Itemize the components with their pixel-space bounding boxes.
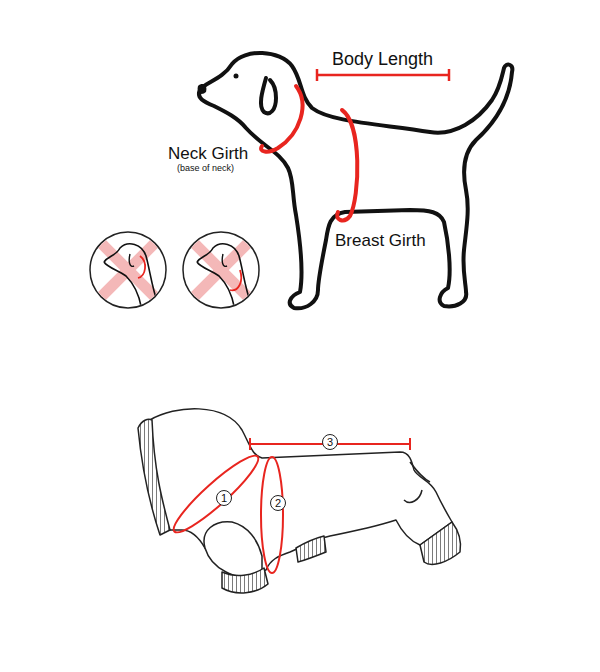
- callout-number: 1: [216, 490, 232, 506]
- measure-note: (base of neck): [177, 164, 234, 174]
- breast-girth-ring: [261, 457, 283, 573]
- neck-girth-ring: [167, 448, 265, 539]
- callout-number: 3: [322, 434, 338, 450]
- wrong-example-2: [183, 232, 259, 312]
- breast-girth-line: [337, 110, 357, 220]
- measure-label: Breast Girth: [335, 232, 426, 251]
- dog-ear: [261, 78, 276, 113]
- neck-girth-line: [261, 86, 302, 152]
- measure-label: Body Length: [332, 50, 433, 70]
- callout-number: 2: [270, 495, 286, 511]
- dog-eye: [234, 74, 239, 79]
- costume-outline: [138, 409, 461, 593]
- dog-nose: [198, 84, 207, 94]
- body-length-bar: [317, 69, 449, 81]
- wrong-example-1: [90, 232, 166, 312]
- measure-label: Neck Girth: [168, 145, 248, 164]
